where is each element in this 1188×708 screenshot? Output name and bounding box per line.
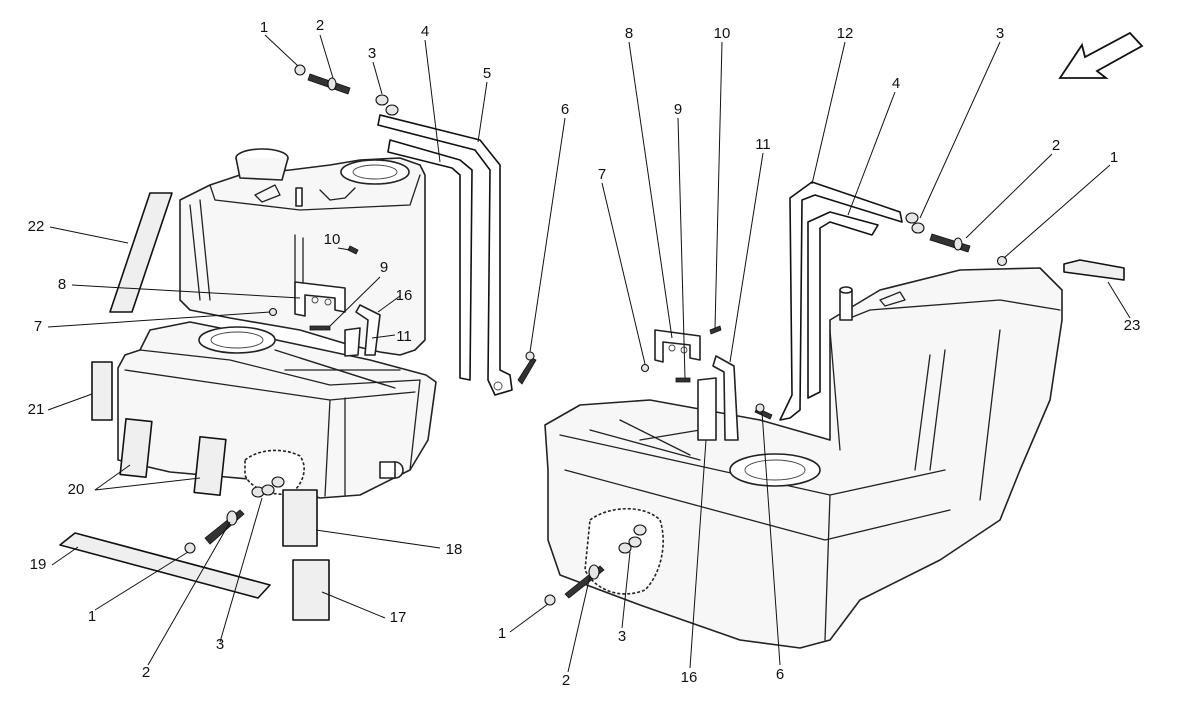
label-9: 9 bbox=[674, 101, 682, 118]
label-2: 2 bbox=[1052, 137, 1060, 154]
right-clip-11 bbox=[697, 355, 739, 441]
label-3: 3 bbox=[996, 25, 1004, 42]
pad-23 bbox=[1063, 259, 1125, 281]
left-strap-5 bbox=[377, 114, 513, 396]
label-7: 7 bbox=[34, 318, 42, 335]
label-1: 1 bbox=[1110, 149, 1118, 166]
label-6: 6 bbox=[776, 666, 784, 683]
pad-20a bbox=[119, 417, 153, 479]
label-1-lower: 1 bbox=[498, 625, 506, 642]
label-5: 5 bbox=[483, 65, 491, 82]
label-1: 1 bbox=[260, 19, 268, 36]
label-2-lower: 2 bbox=[562, 672, 570, 689]
pad-22 bbox=[109, 192, 173, 313]
left-fuel-tank-assembly: 1 2 3 4 5 6 22 10 9 8 16 7 11 21 20 19 1… bbox=[28, 17, 570, 681]
pad-21 bbox=[91, 361, 113, 421]
label-7: 7 bbox=[598, 166, 606, 183]
label-3-lower: 3 bbox=[216, 636, 224, 653]
left-clip-16 bbox=[344, 304, 381, 357]
right-lower-hardware bbox=[544, 524, 647, 606]
right-strap-12 bbox=[779, 181, 903, 421]
right-callout-labels: 8 10 12 3 9 4 7 11 2 1 23 1 3 2 16 6 bbox=[498, 25, 1141, 689]
arrow-down-left-icon bbox=[1058, 31, 1144, 79]
label-9: 9 bbox=[380, 259, 388, 276]
label-10: 10 bbox=[324, 231, 341, 248]
label-8: 8 bbox=[625, 25, 633, 42]
right-upper-hardware bbox=[640, 212, 1008, 420]
pad-19 bbox=[59, 532, 271, 599]
pad-17 bbox=[292, 559, 330, 621]
left-strap-4 bbox=[387, 139, 473, 381]
pad-20b bbox=[193, 435, 227, 497]
label-2: 2 bbox=[316, 17, 324, 34]
right-bracket-8 bbox=[654, 329, 701, 363]
right-leader-lines bbox=[509, 41, 1131, 673]
label-16: 16 bbox=[396, 287, 413, 304]
label-3: 3 bbox=[368, 45, 376, 62]
right-strap-4 bbox=[807, 211, 879, 399]
label-6: 6 bbox=[561, 101, 569, 118]
label-21: 21 bbox=[28, 401, 45, 418]
right-tank-body bbox=[544, 267, 1063, 649]
left-upper-hardware bbox=[268, 64, 537, 385]
label-17: 17 bbox=[390, 609, 407, 626]
label-11: 11 bbox=[396, 328, 412, 345]
label-11: 11 bbox=[755, 136, 771, 153]
label-2-lower: 2 bbox=[142, 664, 150, 681]
label-20: 20 bbox=[68, 481, 85, 498]
label-16: 16 bbox=[681, 669, 698, 686]
label-12: 12 bbox=[837, 25, 854, 42]
label-19: 19 bbox=[30, 556, 47, 573]
label-3-lower: 3 bbox=[618, 628, 626, 645]
label-4: 4 bbox=[892, 75, 900, 92]
label-8: 8 bbox=[58, 276, 66, 293]
left-pads bbox=[59, 192, 330, 621]
label-23: 23 bbox=[1124, 317, 1141, 334]
left-leader-lines bbox=[47, 34, 566, 666]
left-callout-labels: 1 2 3 4 5 6 22 10 9 8 16 7 11 21 20 19 1… bbox=[28, 17, 570, 681]
label-4: 4 bbox=[421, 23, 429, 40]
label-1-lower: 1 bbox=[88, 608, 96, 625]
left-bracket-8 bbox=[294, 281, 346, 317]
label-18: 18 bbox=[446, 541, 463, 558]
right-fuel-tank-assembly: 8 10 12 3 9 4 7 11 2 1 23 1 3 2 16 6 bbox=[498, 25, 1141, 689]
label-22: 22 bbox=[28, 218, 45, 235]
pad-18 bbox=[282, 489, 318, 547]
left-lower-hardware bbox=[184, 476, 285, 554]
left-tank-upper-body bbox=[179, 148, 426, 356]
label-10: 10 bbox=[714, 25, 731, 42]
